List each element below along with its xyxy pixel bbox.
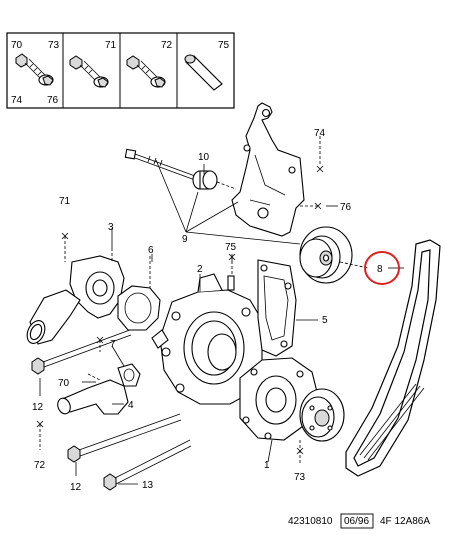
dowel-pin-75 bbox=[227, 275, 235, 291]
coolant-outlet bbox=[57, 363, 141, 415]
callout-76: 76 bbox=[340, 202, 352, 213]
legend-dowel-75 bbox=[184, 54, 223, 91]
legend-bolt-72 bbox=[126, 55, 166, 88]
callout-70: 70 bbox=[58, 378, 70, 389]
callout-1: 1 bbox=[264, 460, 270, 471]
ribbed-belt bbox=[345, 239, 441, 477]
thermostat-gasket bbox=[117, 285, 161, 331]
callout-12-lower: 12 bbox=[70, 482, 82, 493]
thermostat-housing bbox=[26, 255, 125, 345]
callout-5: 5 bbox=[322, 315, 328, 326]
pump-gasket bbox=[257, 259, 297, 357]
highlight-circle bbox=[364, 251, 400, 285]
footer: 42310810 06/96 4F 12A86A bbox=[288, 513, 430, 529]
legend-bolt-flanged bbox=[15, 53, 54, 86]
callout-72: 72 bbox=[34, 460, 46, 471]
callout-9: 9 bbox=[182, 234, 188, 245]
legend-label-70: 70 bbox=[11, 40, 23, 51]
long-bolt-upper bbox=[31, 329, 132, 375]
callout-3: 3 bbox=[108, 222, 114, 233]
callout-74: 74 bbox=[314, 128, 326, 139]
legend-label-71: 71 bbox=[105, 40, 117, 51]
tensioner-pulley bbox=[299, 226, 353, 284]
legend-label-75: 75 bbox=[218, 40, 230, 51]
callout-73: 73 bbox=[294, 472, 306, 483]
tensioner-bracket bbox=[231, 102, 305, 237]
footer-code: 4F 12A86A bbox=[380, 516, 430, 527]
long-bolt-13 bbox=[103, 439, 192, 491]
legend-label-73: 73 bbox=[48, 40, 60, 51]
footer-date: 06/96 bbox=[344, 516, 369, 527]
cross-markers bbox=[36, 165, 324, 455]
callout-10: 10 bbox=[198, 152, 210, 163]
callout-2: 2 bbox=[197, 264, 203, 275]
long-bolt-lower bbox=[67, 413, 182, 463]
legend-bolt-71 bbox=[69, 55, 109, 88]
callout-6: 6 bbox=[148, 245, 154, 256]
pump-body bbox=[151, 273, 263, 405]
callout-7: 7 bbox=[110, 339, 116, 350]
tensioner-bolt bbox=[124, 148, 237, 190]
fastener-legend-box: 70 73 74 76 71 72 bbox=[6, 32, 235, 109]
legend-label-72: 72 bbox=[161, 40, 173, 51]
footer-ref: 42310810 bbox=[288, 516, 333, 527]
legend-label-74: 74 bbox=[11, 95, 23, 106]
legend-label-76: 76 bbox=[47, 95, 59, 106]
callout-12-upper: 12 bbox=[32, 402, 44, 413]
callout-labels: 1 2 3 4 5 6 7 8 9 10 12 12 13 70 71 72 7… bbox=[32, 128, 383, 493]
callout-8: 8 bbox=[377, 264, 383, 275]
callout-71: 71 bbox=[59, 196, 71, 207]
water-pump bbox=[239, 357, 345, 442]
callout-13: 13 bbox=[142, 480, 154, 491]
leader-lines bbox=[39, 136, 404, 485]
callout-75: 75 bbox=[225, 242, 237, 253]
callout-4: 4 bbox=[128, 400, 134, 411]
